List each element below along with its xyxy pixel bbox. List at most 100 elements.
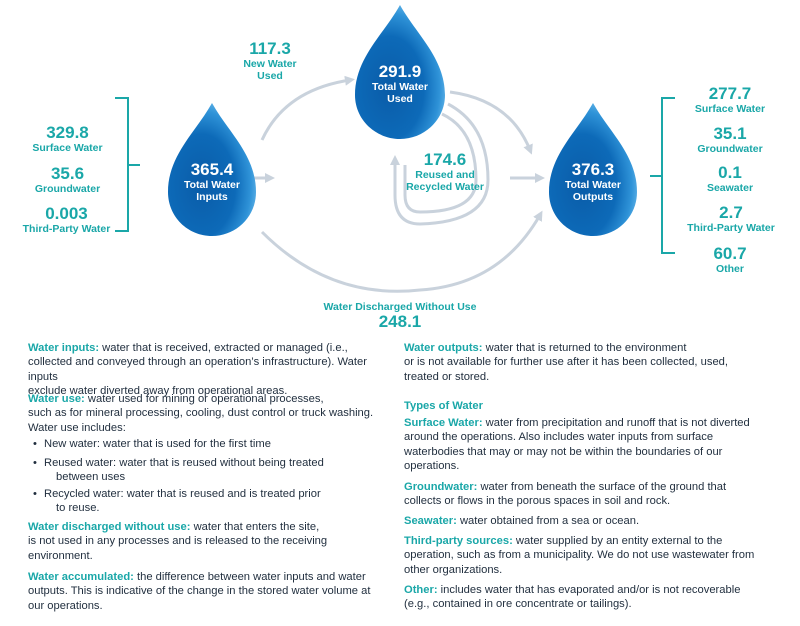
inputs-drop-label: 365.4 Total Water Inputs (172, 160, 252, 203)
new-water-line1: New Water (243, 58, 297, 70)
new-water-arrow (260, 75, 355, 141)
def-surface-water: Surface Water: water from precipitation … (404, 416, 794, 474)
def-third-party: Third-party sources: water supplied by a… (404, 534, 794, 577)
def-groundwater-l1: water from beneath the surface of the gr… (480, 481, 727, 493)
input-third-party-value: 0.003 (45, 204, 88, 223)
def-water-accumulated-l3: our operations. (28, 599, 103, 612)
def-water-use-l3: Water use includes: (28, 421, 126, 434)
bullet-recycled-water-l2: to reuse. (56, 502, 100, 515)
used-drop-line1: Total Water (371, 81, 428, 93)
outputs-drop-label: 376.3 Total Water Outputs (553, 160, 633, 203)
def-water-outputs-key: Water outputs: (404, 342, 483, 354)
def-groundwater-key: Groundwater: (404, 481, 478, 493)
used-drop-line2: Used (387, 93, 413, 105)
bullet-reused-water-l1: Reused water: water that is reused witho… (44, 457, 324, 469)
reused-recycled-water: 174.6 Reused and Recycled Water (405, 150, 485, 194)
output-third-party-value: 2.7 (719, 203, 743, 222)
def-water-discharged-l1: water that enters the site, (193, 521, 320, 533)
def-other: Other: includes water that has evaporate… (404, 583, 794, 612)
used-drop-label: 291.9 Total Water Used (360, 62, 440, 105)
inputs-bracket (115, 97, 140, 232)
input-surface-water-value: 329.8 (46, 123, 89, 142)
def-water-inputs: Water inputs: water that is received, ex… (28, 341, 398, 399)
used-to-outputs-arrow-2 (390, 102, 490, 226)
def-seawater: Seawater: water obtained from a sea or o… (404, 514, 794, 528)
def-other-key: Other: (404, 584, 438, 596)
def-groundwater: Groundwater: water from beneath the surf… (404, 480, 794, 509)
bullet-new-water-l1: New water: water that is used for the fi… (44, 438, 271, 450)
reused-line1: Reused and (415, 169, 475, 181)
output-other-value: 60.7 (713, 244, 747, 263)
input-third-party-label: Third-Party Water (22, 223, 111, 235)
inputs-drop-line1: Total Water (183, 179, 240, 191)
inputs-drop-value: 365.4 (190, 160, 234, 179)
bullet-recycled-water-l1: Recycled water: water that is reused and… (44, 488, 321, 500)
bullet-reused-water-l2: between uses (56, 471, 126, 484)
output-groundwater-label: Groundwater (697, 143, 763, 155)
new-water-line2: Used (257, 70, 283, 82)
def-surface-water-l3: waterbodies that may or may not be withi… (404, 445, 723, 458)
output-other: 60.7 Other (680, 244, 780, 276)
reuse-loop-inner (403, 112, 478, 214)
reused-value: 174.6 (423, 150, 467, 169)
def-water-inputs-l2: collected and conveyed through an operat… (28, 356, 367, 383)
def-water-outputs-l1: water that is returned to the environmen… (485, 342, 687, 354)
input-groundwater-label: Groundwater (34, 183, 101, 195)
def-seawater-l1: water obtained from a sea or ocean. (459, 515, 640, 527)
outputs-bracket (650, 97, 675, 254)
output-seawater-label: Seawater (706, 182, 754, 194)
def-third-party-l1: water supplied by an entity external to … (515, 535, 723, 547)
water-discharged: Water Discharged Without Use 248.1 (300, 301, 500, 331)
output-seawater-value: 0.1 (718, 163, 742, 182)
def-water-accumulated-l1: the difference between water inputs and … (137, 571, 366, 583)
outputs-drop-value: 376.3 (571, 160, 615, 179)
types-of-water-heading: Types of Water (404, 399, 794, 413)
def-water-outputs-l3: treated or stored. (404, 370, 490, 383)
def-water-discharged-l3: environment. (28, 549, 93, 562)
bullet-recycled-water: Recycled water: water that is reused and… (33, 487, 394, 516)
outputs-drop-line2: Outputs (572, 191, 614, 203)
def-surface-water-key: Surface Water: (404, 417, 483, 429)
def-other-l1: includes water that has evaporated and/o… (440, 584, 741, 596)
types-of-water-heading-text: Types of Water (404, 400, 483, 412)
discharged-value: 248.1 (378, 312, 422, 331)
def-water-inputs-key: Water inputs: (28, 342, 100, 354)
def-other-l2: (e.g., contained in ore concentrate or t… (404, 598, 632, 611)
def-third-party-l2: operation, such as from a municipality. … (404, 549, 755, 562)
def-surface-water-l1: water from precipitation and runoff that… (485, 417, 750, 429)
bullet-reused-water: Reused water: water that is reused witho… (33, 456, 394, 485)
output-other-label: Other (715, 263, 744, 275)
input-groundwater: 35.6 Groundwater (20, 164, 115, 196)
used-drop (355, 5, 445, 139)
outputs-drop (549, 103, 637, 236)
def-water-accumulated-key: Water accumulated: (28, 571, 134, 583)
def-water-use-l1: water used for mining or operational pro… (87, 393, 324, 405)
output-third-party-label: Third-Party Water (687, 222, 775, 234)
reused-line2: Recycled Water (406, 181, 484, 193)
input-third-party: 0.003 Third-Party Water (14, 204, 119, 236)
def-water-accumulated: Water accumulated: the difference betwee… (28, 570, 398, 613)
input-groundwater-value: 35.6 (50, 164, 85, 183)
inputs-drop (168, 103, 256, 236)
def-water-discharged-key: Water discharged without use: (28, 521, 191, 533)
def-water-outputs-l2: or is not available for further use afte… (404, 356, 729, 369)
def-water-discharged: Water discharged without use: water that… (28, 520, 398, 563)
new-water-value: 117.3 (249, 39, 291, 58)
input-surface-water-label: Surface Water (32, 142, 103, 154)
used-to-outputs-arrow-1 (449, 90, 533, 155)
outputs-drop-line1: Total Water (564, 179, 621, 191)
output-seawater: 0.1 Seawater (680, 163, 780, 195)
bullet-new-water: New water: water that is used for the fi… (33, 437, 394, 452)
def-third-party-key: Third-party sources: (404, 535, 513, 547)
output-surface-water-value: 277.7 (708, 84, 752, 103)
def-seawater-key: Seawater: (404, 515, 457, 527)
def-water-discharged-l2: is not used in any processes and is rele… (28, 535, 328, 548)
discharged-label: Water Discharged Without Use (323, 301, 477, 313)
def-water-outputs: Water outputs: water that is returned to… (404, 341, 794, 384)
discharged-arrow (260, 210, 543, 293)
def-water-use: Water use: water used for mining or oper… (28, 392, 398, 435)
def-third-party-l3: other organizations. (404, 563, 503, 576)
input-surface-water: 329.8 Surface Water (20, 123, 115, 155)
inputs-drop-line2: Inputs (196, 191, 228, 203)
def-water-accumulated-l2: outputs. This is indicative of the chang… (28, 585, 371, 598)
